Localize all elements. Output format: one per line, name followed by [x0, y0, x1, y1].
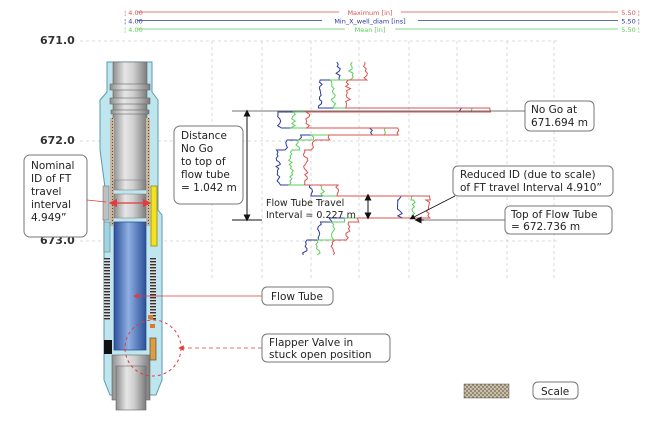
ft-travel-line-2: Interval = 0.227 m: [266, 210, 356, 221]
thread-left: [110, 118, 114, 226]
callout-no-go: No Go at 671.694 m: [524, 100, 595, 132]
distance-line-5: = 1.042 m: [181, 182, 237, 194]
no-go-line-1: No Go at: [531, 104, 577, 116]
nominal-id-line-1: Nominal: [31, 160, 74, 172]
svg-text:Distance No Go to: Distance No Go to top of flow tube = 1.0…: [181, 130, 237, 194]
track-name: Mean [in]: [355, 26, 386, 34]
scale-legend: Scale: [463, 381, 579, 400]
reduced-id-line-1: Reduced ID (due to scale): [460, 169, 596, 181]
curve-max: [302, 62, 491, 256]
svg-text:No Go at 671.694 m: No Go at 671.694 m: [531, 104, 588, 129]
top-flow-tube-line-2: = 672.736 m: [511, 221, 580, 233]
track-max: 5.50 ¦: [621, 26, 640, 34]
nominal-id-line-2: ID of FT: [31, 173, 72, 185]
distance-line-4: flow tube: [181, 169, 230, 181]
distance-line-1: Distance: [181, 130, 227, 142]
reduced-id-line-2: of FT travel Interval 4.910”: [460, 182, 602, 194]
track-header-1: ¦ 4.00 5.50 ¦ Min_X_well_diam [ins]: [124, 18, 640, 26]
flow-tube-label: Flow Tube: [271, 291, 323, 303]
callout-reduced-id: Reduced ID (due to scale) of FT travel I…: [452, 165, 614, 197]
svg-text:Top of Flow Tube = 672.7: Top of Flow Tube = 672.736 m: [510, 209, 601, 233]
track-max: 5.50 ¦: [621, 18, 640, 26]
depth-tick-672: 672.0: [40, 134, 75, 147]
no-go-line-2: 671.694 m: [531, 117, 588, 129]
spring-left: [104, 258, 110, 320]
svg-text:Flow Tube Travel Interva: Flow Tube Travel Interval = 0.227 m: [266, 198, 356, 221]
caliper-curves: [275, 61, 491, 256]
track-min: ¦ 4.00: [124, 26, 143, 34]
svg-text:Flapper Valve in stuck o: Flapper Valve in stuck open position: [269, 337, 372, 361]
thread-right: [146, 118, 150, 226]
label-ft-travel: Flow Tube Travel Interval = 0.227 m: [266, 198, 356, 221]
flow-tube: [113, 221, 147, 351]
distance-line-3: to top of: [181, 156, 226, 168]
track-min: ¦ 4.00: [124, 18, 143, 26]
top-flow-tube-line-1: Top of Flow Tube: [510, 209, 597, 221]
track-max: 5.50 ¦: [621, 9, 640, 17]
callout-distance: Distance No Go to top of flow tube = 1.0…: [173, 125, 244, 205]
track-header-2: ¦ 4.00 5.50 ¦ Mean [in]: [124, 26, 640, 34]
spring-right: [150, 258, 156, 320]
curve-min: [275, 61, 463, 256]
nominal-id-line-4: interval: [31, 199, 71, 211]
track-header: ¦ 4.00 5.50 ¦ Maximum [in] ¦ 4.00 5.50 ¦ Min_…: [124, 9, 640, 34]
track-name: Min_X_well_diam [ins]: [334, 18, 405, 26]
safety-valve-tool: [99, 61, 163, 411]
flapper-line-1: Flapper Valve in: [269, 337, 353, 349]
ft-travel-line-1: Flow Tube Travel: [266, 198, 344, 209]
callout-nominal-id: Nominal ID of FT travel interval 4.949”: [23, 154, 107, 238]
depth-tick-671: 671.0: [40, 34, 75, 47]
track-name: Maximum [in]: [347, 9, 392, 17]
nominal-id-line-3: travel: [31, 186, 61, 198]
callout-top-flow-tube: Top of Flow Tube = 672.736 m: [504, 205, 613, 235]
upper-mandrel: [112, 61, 148, 183]
reduced-id-pointer: [409, 195, 456, 220]
curve-mean: [287, 61, 473, 256]
scale-swatch: [463, 383, 510, 399]
flapper-line-2: stuck open position: [269, 349, 372, 361]
yellow-seal: [150, 185, 158, 247]
callout-flapper: Flapper Valve in stuck open position: [124, 319, 391, 377]
track-header-0: ¦ 4.00 5.50 ¦ Maximum [in]: [124, 9, 640, 17]
flapper: [149, 337, 157, 361]
distance-line-2: No Go: [181, 143, 213, 155]
svg-text:Nominal ID of FT t: Nominal ID of FT travel interval 4.949”: [31, 160, 78, 224]
callout-flow-tube: Flow Tube: [133, 286, 334, 306]
nominal-id-line-5: 4.949”: [31, 212, 67, 224]
track-min: ¦ 4.00: [124, 9, 143, 17]
svg-text:Reduced ID (due to scale): Reduced ID (due to scale) of FT travel I…: [460, 169, 602, 194]
scale-label: Scale: [541, 386, 569, 398]
